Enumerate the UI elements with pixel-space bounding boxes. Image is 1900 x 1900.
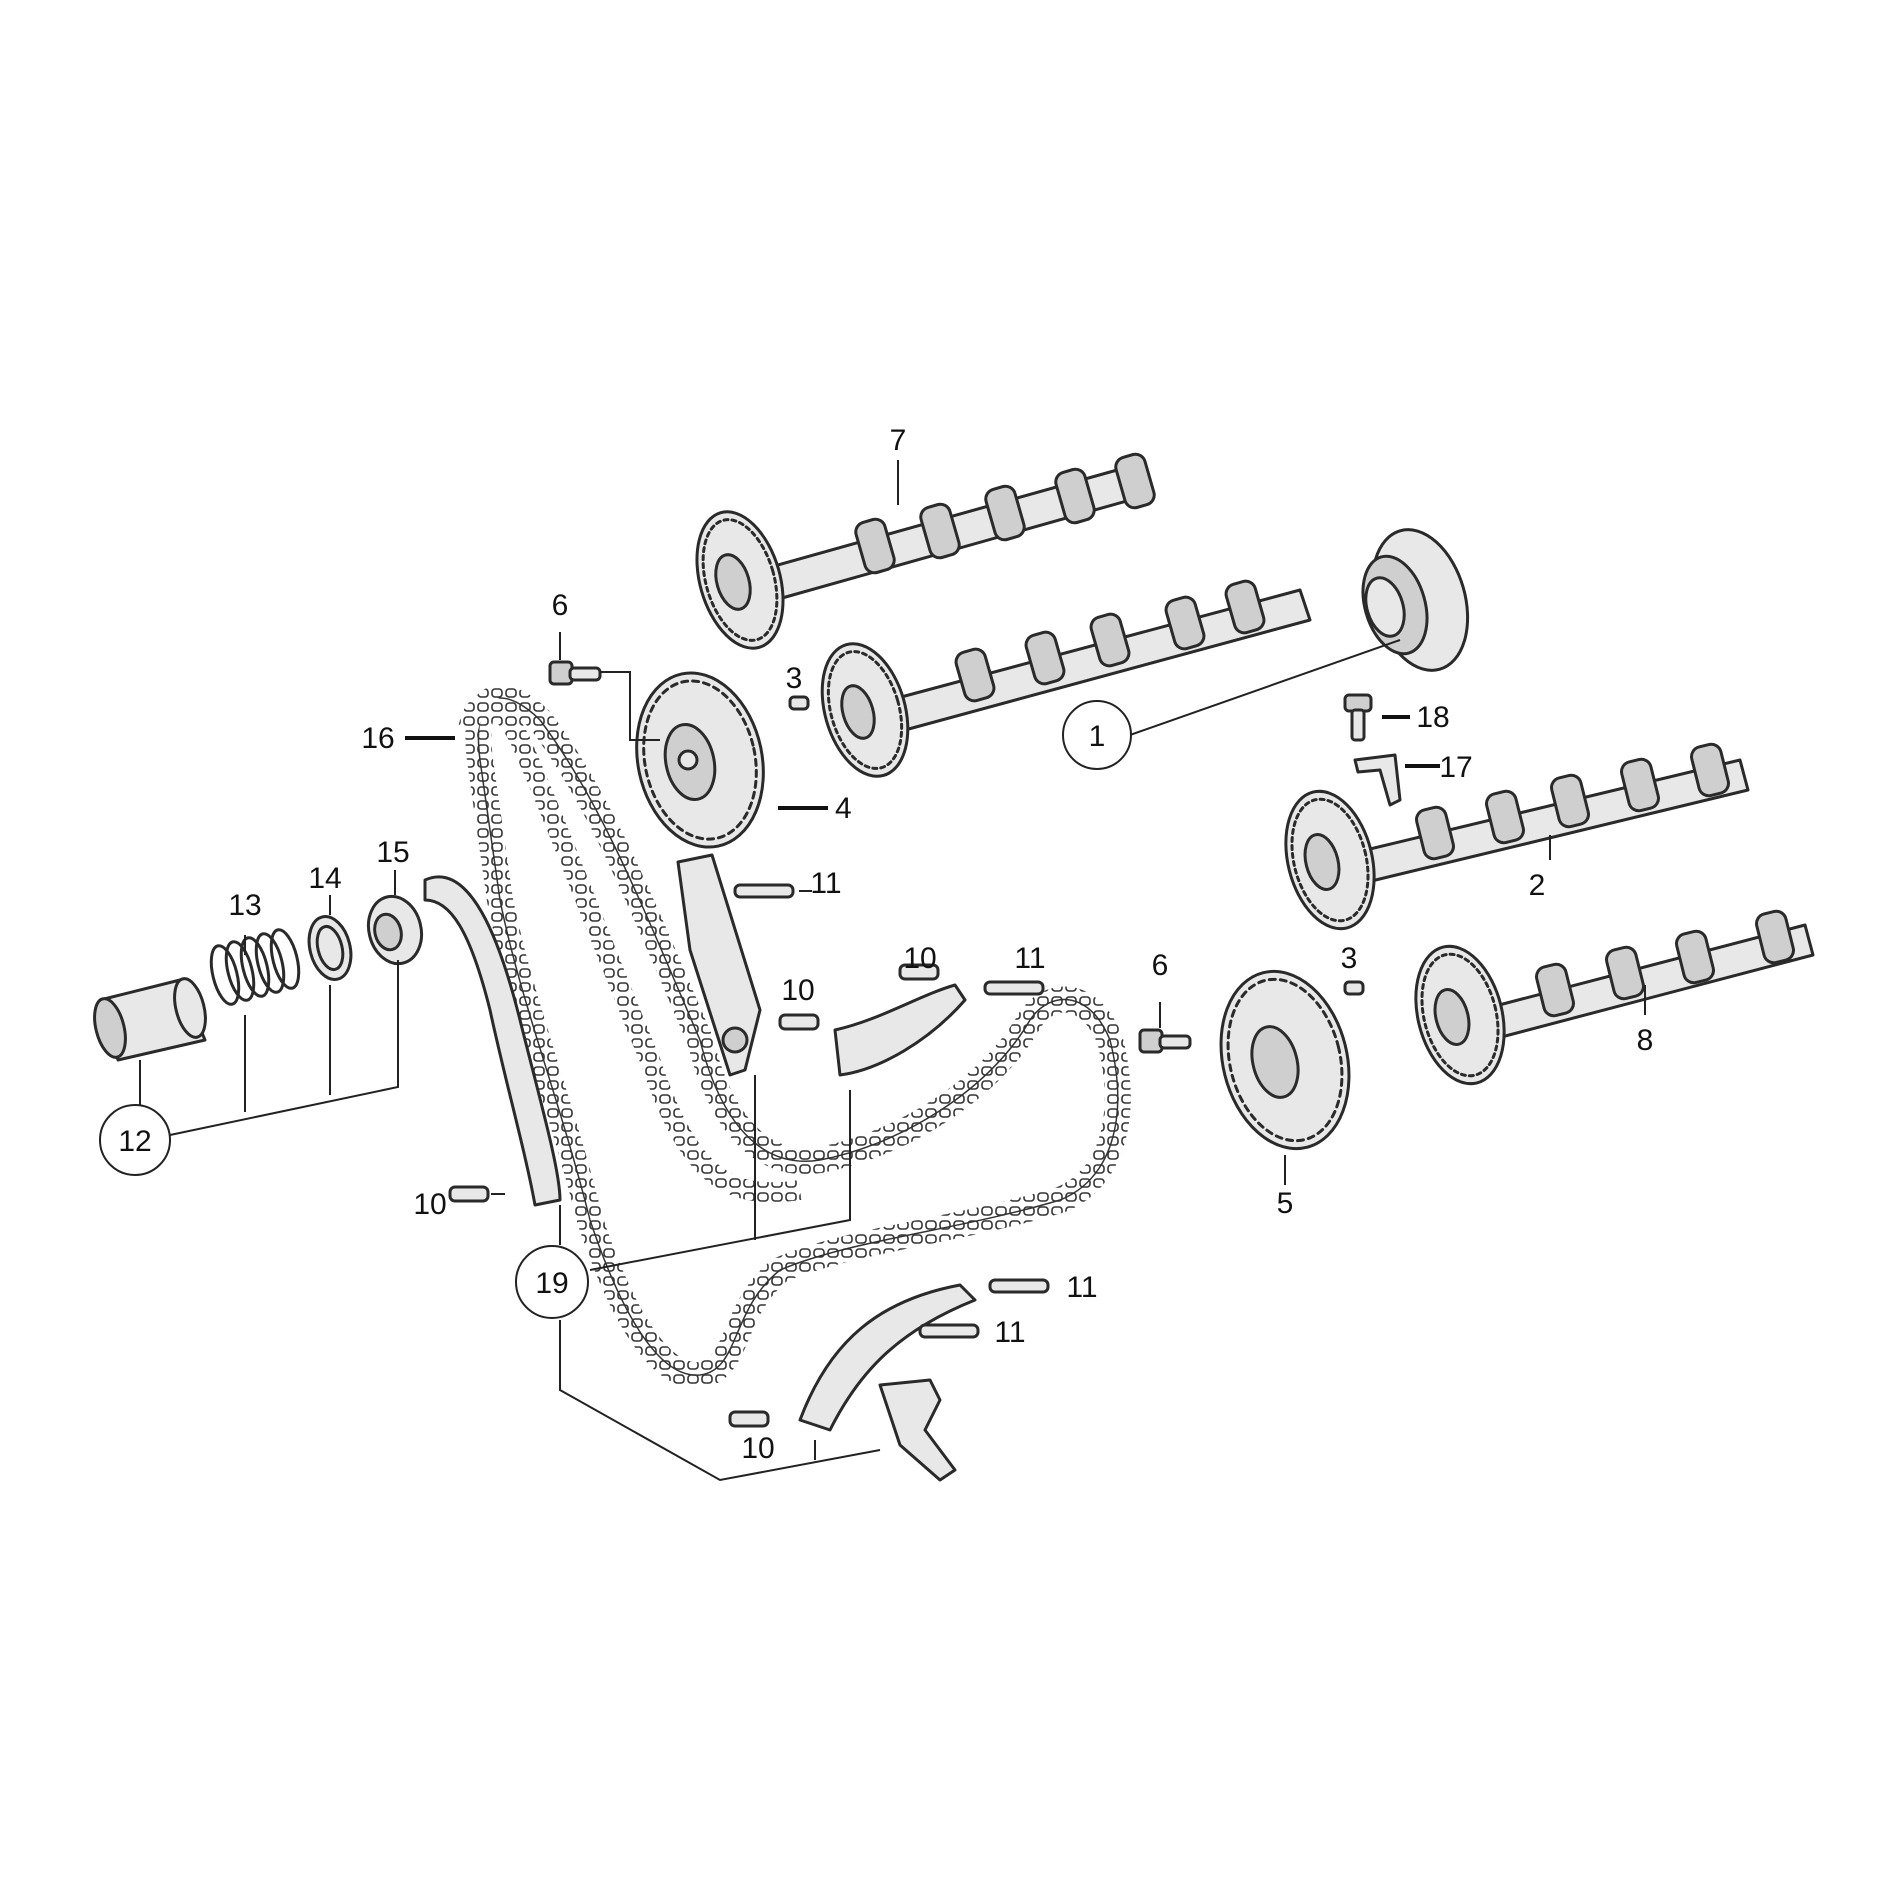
callout-label: 11 (1014, 942, 1045, 975)
guide-rail-lower (798, 1283, 977, 1432)
tensioner-body-12 (93, 977, 207, 1062)
callout-label: 11 (994, 1316, 1025, 1349)
callout-label: 11 (1066, 1271, 1097, 1304)
bolt-18 (1343, 693, 1373, 742)
callout-label: 5 (1277, 1187, 1294, 1220)
callout-label: 3 (786, 662, 803, 695)
pin-11-b (983, 980, 1045, 996)
callout-label: 8 (1637, 1024, 1654, 1057)
pin-11-c (988, 1278, 1050, 1294)
callout-label: 13 (228, 889, 261, 922)
pin-10-d (728, 1410, 770, 1428)
bolt-6-right (1138, 1028, 1192, 1054)
plug-15 (366, 894, 424, 966)
bracket-17 (1353, 753, 1402, 807)
camshaft-2 (1284, 742, 1750, 931)
callout-label: 3 (1341, 942, 1358, 975)
bracket-lower (878, 1378, 957, 1482)
callout-label: 15 (376, 836, 409, 869)
timing-chain-16 (458, 685, 1131, 1389)
callout-label: 10 (781, 974, 814, 1007)
seal-ring-14 (307, 915, 353, 981)
callout-label: 19 (535, 1267, 568, 1300)
callout-label: 10 (741, 1432, 774, 1465)
bolt-6-left (548, 660, 602, 686)
pin-11-a (733, 883, 795, 899)
callout-label: 6 (552, 589, 569, 622)
callout-label: 4 (835, 792, 852, 825)
callout-label: 10 (903, 942, 936, 975)
callout-label: 2 (1529, 869, 1546, 902)
callout-circle-19 (515, 1245, 589, 1319)
sprocket-5 (1219, 969, 1351, 1151)
pin-10-b (778, 1013, 820, 1031)
leader-lines (139, 460, 1646, 1482)
sprocket-4 (635, 671, 765, 849)
callout-label: 12 (118, 1125, 151, 1158)
guide-rail-vertical (676, 853, 762, 1077)
pin-11-d (918, 1323, 980, 1339)
pin-3-left (788, 695, 810, 711)
callout-label: 7 (890, 424, 907, 457)
callout-label: 10 (413, 1188, 446, 1221)
spring-13 (209, 928, 301, 1006)
pin-10-a (898, 963, 940, 981)
callout-label: 16 (361, 722, 394, 755)
pin-10-c (448, 1185, 490, 1203)
camshaft-1 (820, 528, 1470, 778)
guide-rail-upper-right (833, 983, 967, 1077)
callout-circle-12 (99, 1104, 171, 1176)
callout-label: 11 (810, 867, 841, 900)
camshaft-7 (695, 452, 1156, 650)
callout-label: 17 (1439, 751, 1472, 784)
callout-label: 14 (308, 862, 341, 895)
callout-label: 1 (1089, 720, 1106, 753)
pin-3-right (1343, 980, 1365, 996)
tensioner-rail-left (423, 875, 562, 1207)
callout-label: 18 (1416, 701, 1449, 734)
callout-circle-1 (1062, 700, 1132, 770)
camshaft-8 (1414, 909, 1815, 1086)
callout-label: 6 (1152, 949, 1169, 982)
